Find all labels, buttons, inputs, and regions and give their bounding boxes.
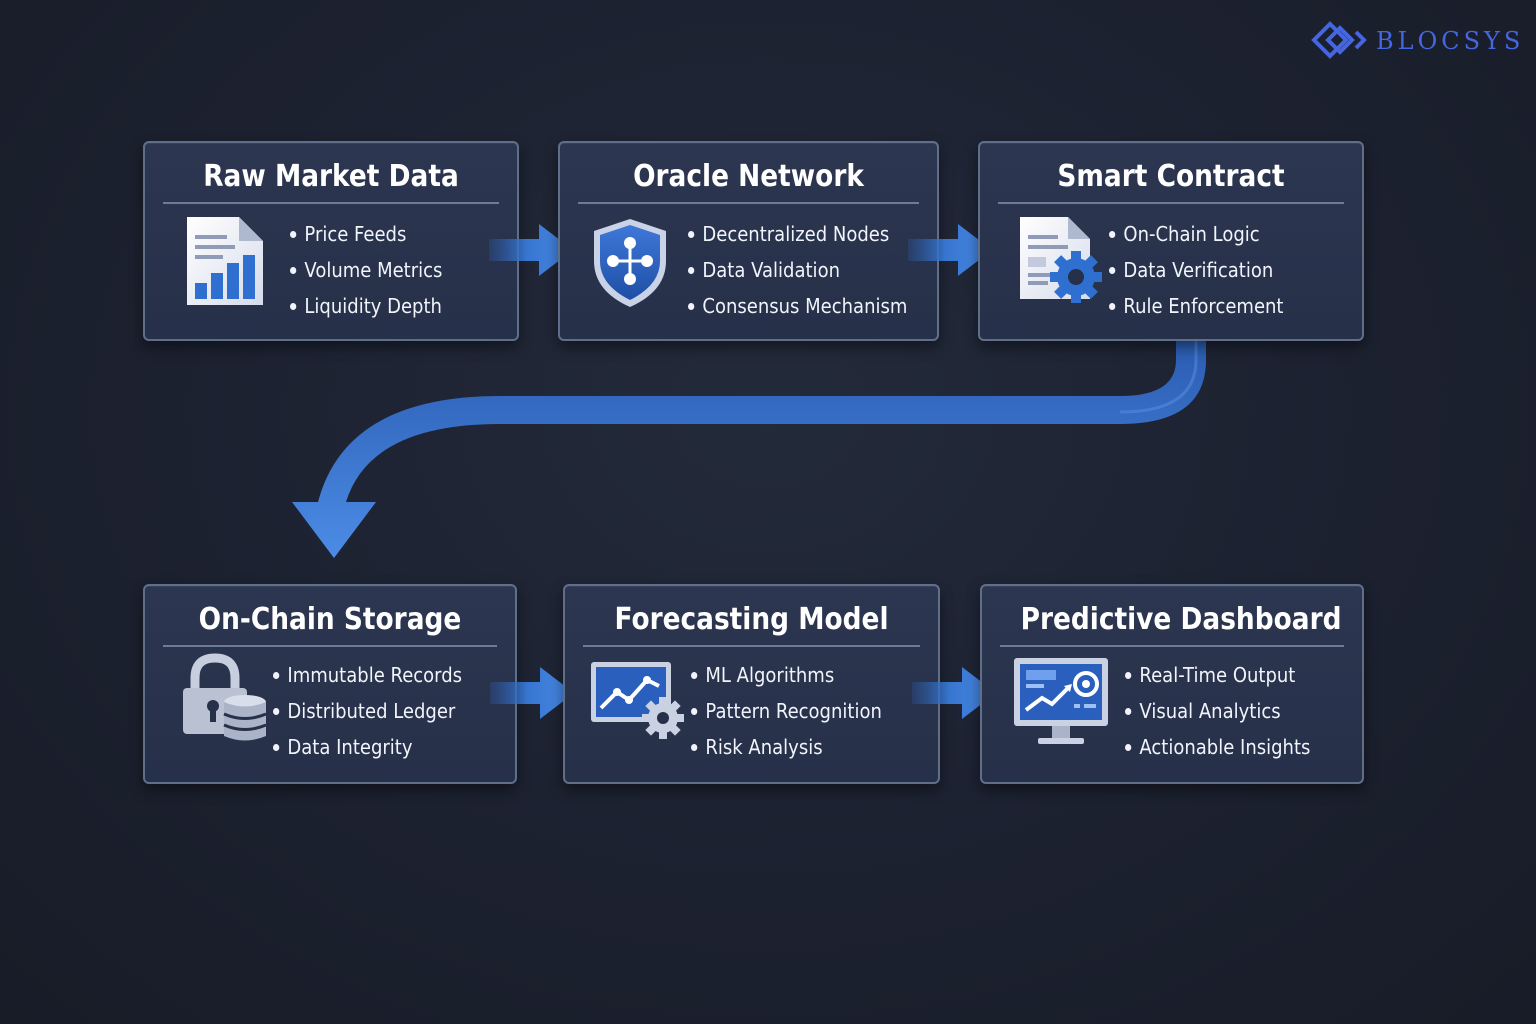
stage-bullets: Real-Time Output Visual Analytics Action…	[1125, 657, 1331, 765]
stage-bullets: Price Feeds Volume Metrics Liquidity Dep…	[290, 216, 459, 324]
document-gear-icon	[1020, 217, 1102, 303]
bullet-item: Consensus Mechanism	[688, 288, 907, 324]
flow-arrow-right-icon	[489, 224, 573, 276]
title-divider	[1000, 645, 1344, 647]
bullet-item: Distributed Ledger	[273, 693, 462, 729]
flow-arrow-right-icon	[908, 224, 992, 276]
lock-database-icon	[183, 653, 267, 741]
title-divider	[163, 202, 499, 204]
title-divider	[998, 202, 1344, 204]
title-divider	[578, 202, 919, 204]
stage-bullets: Decentralized Nodes Data Validation Cons…	[688, 216, 932, 324]
bullet-item: Volume Metrics	[290, 252, 442, 288]
stage-title: Oracle Network	[633, 159, 864, 194]
bullet-item: Rule Enforcement	[1109, 288, 1283, 324]
stage-title: Smart Contract	[1057, 159, 1285, 194]
bullet-item: Actionable Insights	[1125, 729, 1310, 765]
stage-card-forecasting-model: Forecasting Model ML Algorithms Pattern	[563, 584, 940, 784]
bullet-item: ML Algorithms	[691, 657, 882, 693]
bullet-item: Pattern Recognition	[691, 693, 882, 729]
brand-logo-mark-icon	[1311, 21, 1367, 59]
stage-card-predictive-dashboard: Predictive Dashboard Real-Time Output Vi…	[980, 584, 1364, 784]
monitor-dashboard-icon	[1014, 658, 1108, 744]
bullet-item: On-Chain Logic	[1109, 216, 1283, 252]
stage-card-oracle-network: Oracle Network Decentralized Nodes Data …	[558, 141, 939, 341]
bullet-item: Visual Analytics	[1125, 693, 1310, 729]
stage-title: On-Chain Storage	[198, 602, 462, 637]
stage-card-raw-market-data: Raw Market Data Price Feeds Volume Metri…	[143, 141, 519, 341]
flow-arrow-right-icon	[490, 667, 574, 719]
bullet-item: Risk Analysis	[691, 729, 882, 765]
brand-logo: BLOCSYS	[1308, 18, 1520, 62]
bullet-item: Decentralized Nodes	[688, 216, 907, 252]
title-divider	[583, 645, 920, 647]
bullet-item: Data Verification	[1109, 252, 1283, 288]
stage-card-on-chain-storage: On-Chain Storage Immutable Records Distr…	[143, 584, 517, 784]
bullet-item: Real-Time Output	[1125, 657, 1310, 693]
stage-title: Raw Market Data	[203, 159, 459, 194]
bullet-item: Price Feeds	[290, 216, 442, 252]
brand-name: BLOCSYS	[1376, 27, 1525, 55]
bullet-item: Immutable Records	[273, 657, 462, 693]
title-divider	[163, 645, 497, 647]
chart-gear-icon	[591, 662, 684, 739]
bullet-item: Liquidity Depth	[290, 288, 442, 324]
stage-bullets: On-Chain Logic Data Verification Rule En…	[1109, 216, 1303, 324]
stage-bullets: ML Algorithms Pattern Recognition Risk A…	[691, 657, 903, 765]
flow-arrow-right-icon	[912, 667, 996, 719]
bullet-item: Data Validation	[688, 252, 907, 288]
bullet-item: Data Integrity	[273, 729, 462, 765]
stage-title: Predictive Dashboard	[1020, 602, 1342, 637]
shield-network-icon	[594, 219, 666, 307]
stage-title: Forecasting Model	[614, 602, 889, 637]
document-chart-icon	[187, 217, 263, 305]
stage-card-smart-contract: Smart Contract On-Chain Logic Data	[978, 141, 1364, 341]
stage-bullets: Immutable Records Distributed Ledger Dat…	[273, 657, 483, 765]
